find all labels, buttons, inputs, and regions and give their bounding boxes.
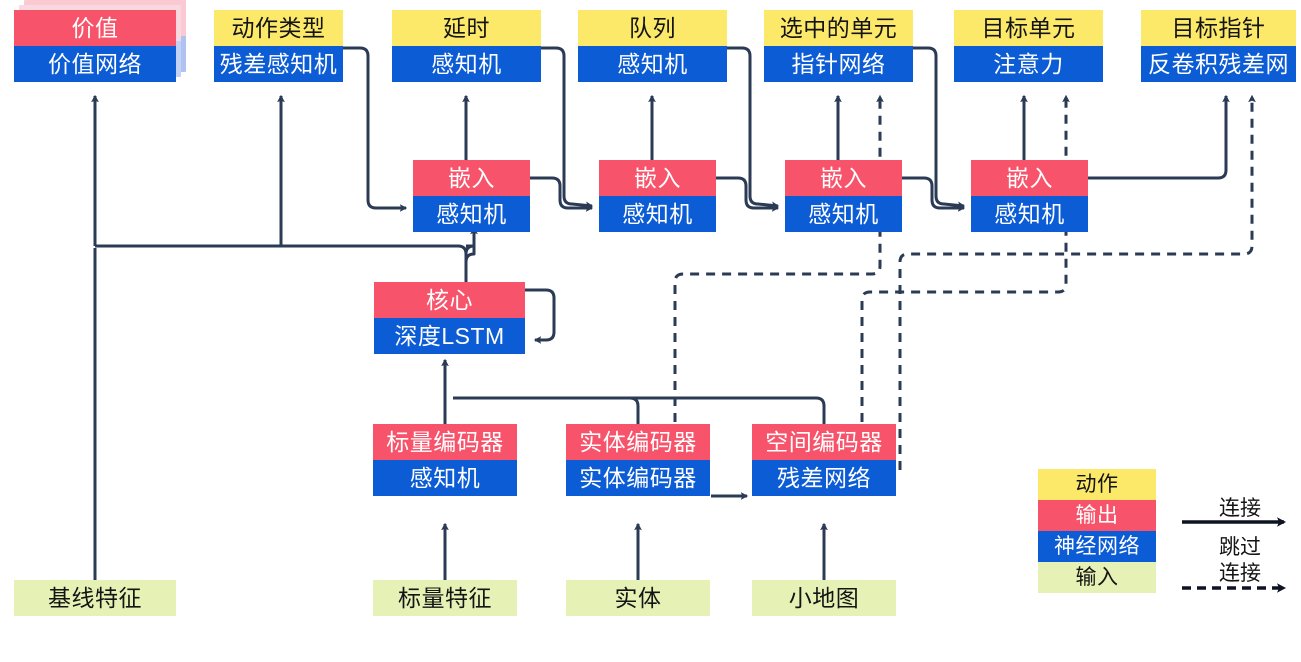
wire-queue-to-embed3: [727, 46, 780, 210]
node-scalar-encoder[interactable]: 标量编码器 感知机: [373, 424, 517, 496]
node-delay-top: 延时: [392, 10, 541, 46]
node-embed-4-top: 嵌入: [971, 160, 1088, 196]
node-target-point-bottom: 反卷积残差网: [1141, 46, 1296, 82]
node-embed-1-bottom: 感知机: [413, 196, 530, 232]
input-baseline-features-label: 基线特征: [14, 580, 176, 616]
input-entities[interactable]: 实体: [566, 580, 710, 616]
node-entity-encoder-top: 实体编码器: [566, 424, 710, 460]
node-scalar-encoder-top: 标量编码器: [373, 424, 517, 460]
node-delay[interactable]: 延时 感知机: [392, 10, 541, 82]
node-target-unit-top: 目标单元: [954, 10, 1103, 46]
node-action-type-bottom: 残差感知机: [214, 46, 343, 82]
node-embed-1[interactable]: 嵌入 感知机: [413, 160, 530, 232]
input-minimap[interactable]: 小地图: [752, 580, 896, 616]
legend-skip-label-line1: 跳过: [1219, 536, 1261, 559]
wire-actiontype-to-embed1: [343, 46, 408, 212]
node-target-unit-bottom: 注意力: [954, 46, 1103, 82]
node-spatial-encoder-top: 空间编码器: [752, 424, 896, 460]
node-spatial-encoder-bottom: 残差网络: [752, 460, 896, 496]
node-embed-3-bottom: 感知机: [785, 196, 902, 232]
legend-swatches: 动作 输出 神经网络 输入: [1038, 469, 1156, 593]
wire-embed1-to-embed2: [530, 176, 594, 212]
node-queue-bottom: 感知机: [578, 46, 727, 82]
legend-output-swatch: 输出: [1038, 500, 1156, 531]
node-core[interactable]: 核心 深度LSTM: [374, 282, 525, 354]
wire-embed4-to-targetpoint: [1088, 94, 1230, 180]
skip-spatialenc-to-targetpoint: [898, 94, 1256, 470]
wire-embed3-to-embed4: [902, 176, 966, 212]
node-embed-3-top: 嵌入: [785, 160, 902, 196]
wire-embed2-to-embed3: [716, 176, 780, 212]
input-entities-label: 实体: [566, 580, 710, 616]
node-queue[interactable]: 队列 感知机: [578, 10, 727, 82]
wire-core-to-left-bus: [95, 244, 468, 282]
wire-core-self-loop: [525, 288, 556, 344]
node-entity-encoder-bottom: 实体编码器: [566, 460, 710, 496]
node-target-point-top: 目标指针: [1141, 10, 1296, 46]
input-scalar-features[interactable]: 标量特征: [373, 580, 517, 616]
node-core-bottom: 深度LSTM: [374, 318, 525, 354]
skip-spatialenc-to-targetunit: [860, 94, 1070, 470]
node-entity-encoder[interactable]: 实体编码器 实体编码器: [566, 424, 710, 496]
wire-selected-to-embed4: [913, 46, 966, 210]
wire-spatialenc-up: [453, 396, 826, 468]
node-embed-2[interactable]: 嵌入 感知机: [599, 160, 716, 232]
node-action-type[interactable]: 动作类型 残差感知机: [214, 10, 343, 82]
node-core-top: 核心: [374, 282, 525, 318]
legend-network-swatch: 神经网络: [1038, 531, 1156, 562]
input-scalar-features-label: 标量特征: [373, 580, 517, 616]
node-embed-4-bottom: 感知机: [971, 196, 1088, 232]
input-baseline-features[interactable]: 基线特征: [14, 580, 176, 616]
node-queue-top: 队列: [578, 10, 727, 46]
skip-entityenc-to-selected: [673, 94, 884, 470]
wire-delay-to-embed2: [541, 46, 594, 210]
node-value[interactable]: 价值 价值网络: [14, 0, 186, 82]
node-selected-units[interactable]: 选中的单元 指针网络: [764, 10, 913, 82]
node-target-unit[interactable]: 目标单元 注意力: [954, 10, 1103, 82]
wire-core-to-embed1: [464, 226, 478, 282]
node-embed-2-top: 嵌入: [599, 160, 716, 196]
node-scalar-encoder-bottom: 感知机: [373, 460, 517, 496]
legend-connection-label: 连接: [1219, 497, 1261, 520]
node-embed-1-top: 嵌入: [413, 160, 530, 196]
skip-connection-group: [673, 94, 1256, 470]
node-embed-2-bottom: 感知机: [599, 196, 716, 232]
node-value-bottom: 价值网络: [14, 46, 176, 82]
node-spatial-encoder[interactable]: 空间编码器 残差网络: [752, 424, 896, 496]
legend-arrow-layer: [1182, 517, 1286, 593]
node-target-point[interactable]: 目标指针 反卷积残差网: [1141, 10, 1296, 82]
node-embed-3[interactable]: 嵌入 感知机: [785, 160, 902, 232]
legend-skip-label-line2: 连接: [1219, 562, 1261, 585]
node-selected-units-bottom: 指针网络: [764, 46, 913, 82]
node-selected-units-top: 选中的单元: [764, 10, 913, 46]
node-embed-4[interactable]: 嵌入 感知机: [971, 160, 1088, 232]
legend-input-swatch: 输入: [1038, 562, 1156, 593]
node-value-top: 价值: [14, 10, 176, 46]
node-delay-bottom: 感知机: [392, 46, 541, 82]
legend-action-swatch: 动作: [1038, 469, 1156, 500]
node-action-type-top: 动作类型: [214, 10, 343, 46]
input-minimap-label: 小地图: [752, 580, 896, 616]
